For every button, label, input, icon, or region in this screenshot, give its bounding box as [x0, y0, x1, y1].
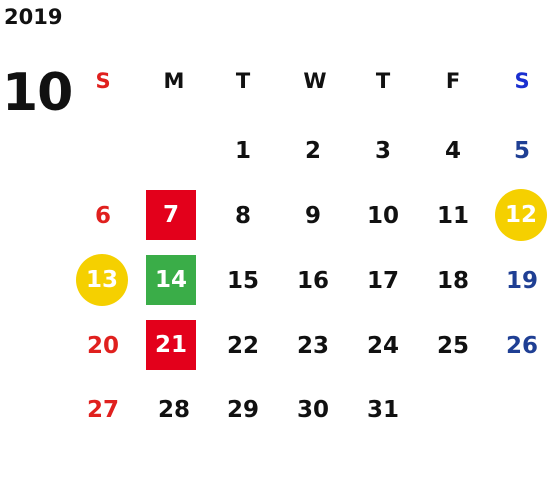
day-cell[interactable]: 9 — [304, 202, 321, 229]
holiday-red-day[interactable]: 7 — [146, 190, 196, 240]
weekday-thursday: T — [375, 68, 391, 93]
day-cell[interactable]: 1 — [234, 137, 251, 164]
day-cell[interactable]: 28 — [157, 396, 190, 423]
day-cell[interactable]: 16 — [296, 267, 329, 294]
day-cell[interactable]: 30 — [296, 396, 329, 423]
day-cell[interactable]: 17 — [366, 267, 399, 294]
day-cell-sunday[interactable]: 20 — [86, 332, 119, 359]
weekday-monday: M — [163, 68, 185, 93]
highlight-circle-day[interactable]: 13 — [76, 254, 128, 306]
day-cell[interactable]: 23 — [296, 332, 329, 359]
day-cell[interactable]: 22 — [226, 332, 259, 359]
day-cell[interactable]: 2 — [304, 137, 321, 164]
weekday-tuesday: T — [235, 68, 251, 93]
weekday-sunday: S — [95, 68, 111, 93]
month-label: 10 — [2, 63, 73, 123]
day-cell[interactable]: 15 — [226, 267, 259, 294]
day-cell[interactable]: 4 — [444, 137, 461, 164]
weekday-wednesday: W — [303, 68, 327, 93]
year-label: 2019 — [4, 5, 63, 29]
day-cell[interactable]: 24 — [366, 332, 399, 359]
weekday-friday: F — [445, 68, 461, 93]
day-cell-sunday[interactable]: 27 — [86, 396, 119, 423]
weekday-saturday: S — [514, 68, 530, 93]
day-cell-saturday[interactable]: 19 — [505, 267, 538, 294]
day-cell[interactable]: 31 — [366, 396, 399, 423]
day-cell[interactable]: 3 — [374, 137, 391, 164]
day-cell[interactable]: 11 — [436, 202, 469, 229]
day-cell[interactable]: 25 — [436, 332, 469, 359]
day-cell[interactable]: 18 — [436, 267, 469, 294]
special-green-day[interactable]: 14 — [146, 255, 196, 305]
day-cell[interactable]: 8 — [234, 202, 251, 229]
day-cell-saturday[interactable]: 26 — [505, 332, 538, 359]
day-cell[interactable]: 29 — [226, 396, 259, 423]
day-cell-saturday[interactable]: 5 — [513, 137, 530, 164]
day-cell[interactable]: 10 — [366, 202, 399, 229]
highlight-circle-day[interactable]: 12 — [495, 189, 547, 241]
holiday-red-day[interactable]: 21 — [146, 320, 196, 370]
day-cell-sunday[interactable]: 6 — [94, 202, 111, 229]
